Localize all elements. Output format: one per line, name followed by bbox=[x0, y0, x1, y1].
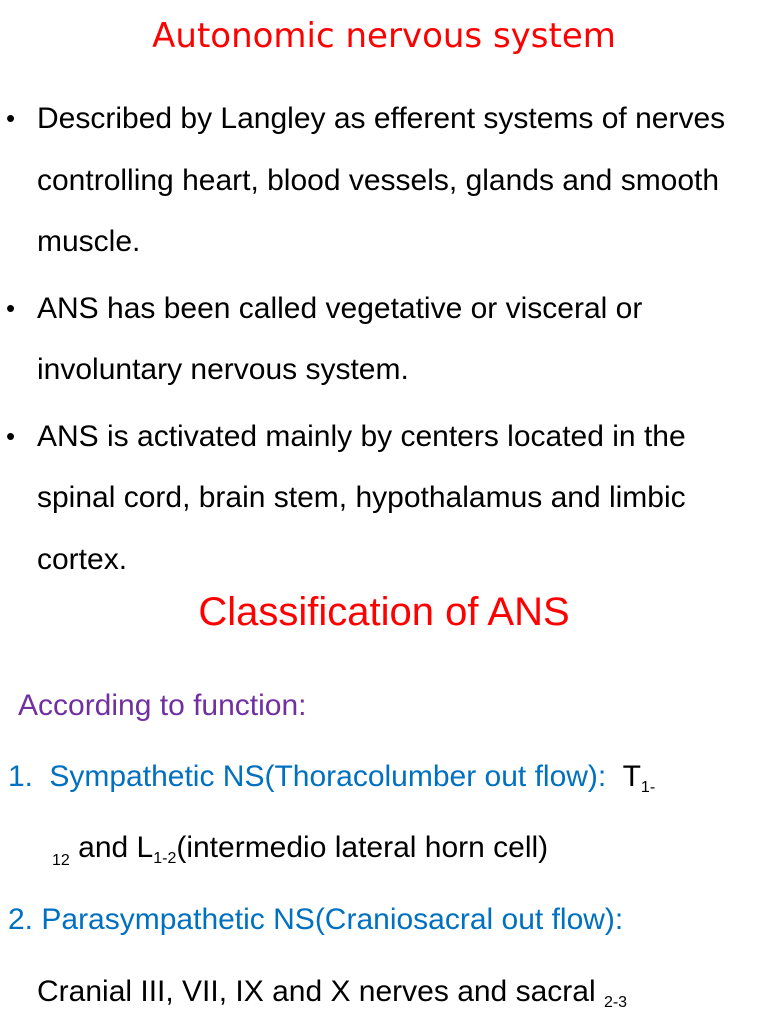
section-title: Classification of ANS bbox=[198, 590, 570, 634]
bullet-item: • ANS has been called vegetative or visc… bbox=[0, 278, 768, 401]
item1-and-text: and L bbox=[69, 831, 154, 864]
bullet-text: Described by Langley as efferent systems… bbox=[37, 102, 726, 258]
bullet-icon: • bbox=[6, 420, 16, 451]
item1-number: 1. bbox=[8, 760, 34, 793]
bullet-text: ANS has been called vegetative or viscer… bbox=[37, 291, 643, 387]
item1-t-sub: 1- bbox=[640, 779, 656, 796]
bullet-list: • Described by Langley as efferent syste… bbox=[0, 88, 768, 595]
item2-text: Cranial III, VII, IX and X nerves and sa… bbox=[37, 975, 604, 1008]
bullet-item: • Described by Langley as efferent syste… bbox=[0, 88, 768, 273]
page-title: Autonomic nervous system bbox=[152, 16, 616, 56]
item1-t-sub-cont: 12 bbox=[52, 852, 70, 869]
item1-rest: (intermedio lateral horn cell) bbox=[176, 831, 549, 864]
item2-line2: Cranial III, VII, IX and X nerves and sa… bbox=[37, 972, 627, 1012]
item1-t-letter: T bbox=[622, 760, 641, 793]
item1-label: Sympathetic NS(Thoracolumber out flow): bbox=[49, 760, 607, 793]
according-heading: According to function: bbox=[18, 689, 307, 722]
item2-number: 2. bbox=[8, 903, 34, 936]
bullet-icon: • bbox=[6, 292, 16, 323]
item1-line2: 12 and L1-2(intermedio lateral horn cell… bbox=[52, 828, 548, 873]
bullet-icon: • bbox=[6, 103, 16, 133]
item2-label: Parasympathetic NS(Craniosacral out flow… bbox=[41, 903, 624, 936]
bullet-item: • ANS is activated mainly by centers loc… bbox=[0, 406, 768, 591]
item1-l-sub: 1-2 bbox=[153, 850, 177, 867]
item2-sacral-sub: 2-3 bbox=[603, 994, 628, 1011]
item1-line1: 1. Sympathetic NS(Thoracolumber out flow… bbox=[8, 757, 655, 797]
bullet-text: ANS is activated mainly by centers locat… bbox=[37, 419, 686, 576]
item2-line1: 2. Parasympathetic NS(Craniosacral out f… bbox=[8, 900, 623, 940]
